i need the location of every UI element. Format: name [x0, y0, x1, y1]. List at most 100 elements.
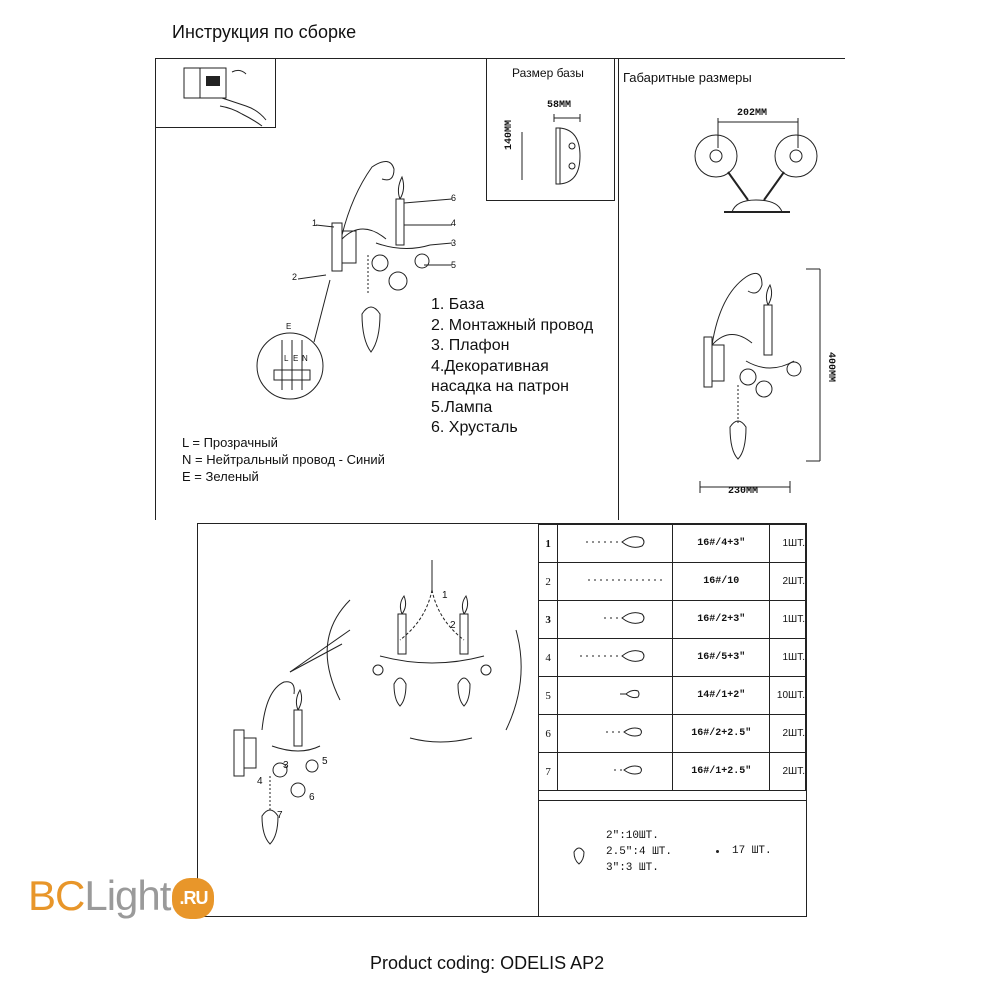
divider-top	[155, 58, 845, 59]
bead-icon	[716, 850, 719, 853]
bottom-frame-left	[197, 523, 198, 917]
logo-ru: .RU	[172, 878, 215, 920]
crystal-strand-icon	[557, 524, 674, 563]
logo-light: Light	[84, 872, 171, 919]
crystal-qty: 2ШТ.	[769, 562, 806, 601]
row-number: 5	[537, 676, 559, 715]
crystal-qty: 10ШТ.	[769, 676, 806, 715]
crystal-strand-icon	[557, 714, 674, 753]
wire-legend-item: L = Прозрачный	[182, 435, 278, 450]
crystal-code: 16#/2+2.5"	[672, 714, 771, 753]
base-size-heading: Размер базы	[512, 66, 584, 80]
crystal-callout-2: 2	[450, 620, 456, 631]
crystal-callout-7: 7	[277, 810, 283, 821]
crystal-qty: 1ШТ.	[769, 638, 806, 677]
overall-top-width: 202MM	[737, 108, 768, 119]
pendant-crystal-icon	[573, 847, 585, 865]
crystal-callout-1: 1	[442, 590, 448, 601]
crystal-zoom-drawing	[233, 560, 522, 845]
crystal-callout-3: 3	[283, 760, 289, 771]
row-number: 4	[537, 638, 559, 677]
base-width-label: 58MM	[547, 100, 572, 111]
product-coding: Product coding: ODELIS AP2	[370, 953, 605, 973]
summary-pendant-line: 2":10ШТ.	[606, 830, 659, 842]
logo-bc: BC	[28, 872, 85, 919]
legend-item: 2. Монтажный провод	[431, 316, 594, 334]
table-row: 7 16#/1+2.5" 2ШТ.	[537, 752, 806, 791]
crystal-strand-icon	[557, 562, 674, 601]
divider-hand-box-right	[275, 58, 276, 128]
callout-4: 4	[451, 218, 457, 228]
crystal-qty: 2ШТ.	[769, 752, 806, 791]
crystal-strand-icon	[557, 676, 674, 715]
base-size-box	[486, 58, 615, 201]
legend-item: 4.Декоративная	[431, 357, 549, 375]
summary-pendant-line: 3":3 ШТ.	[606, 862, 659, 874]
legend-item: насадка на патрон	[431, 378, 570, 395]
callout-2: 2	[292, 272, 298, 282]
table-row: 5 14#/1+2" 10ШТ.	[537, 676, 806, 715]
crystal-qty: 1ШТ.	[769, 600, 806, 639]
crystal-strand-icon	[557, 752, 674, 791]
row-number: 2	[537, 562, 559, 601]
callout-3: 3	[451, 238, 457, 248]
overall-size-heading: Габаритные размеры	[623, 70, 752, 85]
crystal-callout-4: 4	[257, 776, 263, 787]
overall-height-label: 400MM	[825, 352, 836, 383]
bottom-frame-top	[197, 523, 807, 524]
crystal-qty: 2ШТ.	[769, 714, 806, 753]
divider-left	[155, 58, 156, 520]
overall-width-label: 230MM	[728, 486, 759, 497]
callout-5: 6	[451, 193, 457, 203]
bottom-frame-right	[806, 523, 807, 917]
base-height-label: 140MM	[504, 119, 515, 150]
table-row: 3 16#/2+3" 1ШТ.	[537, 600, 806, 639]
parts-legend: 1. База 2. Монтажный провод 3. Плафон 4.…	[431, 295, 593, 439]
overall-top-drawing	[694, 118, 818, 213]
legend-item: 6. Хрусталь	[431, 419, 518, 436]
table-row: 4 16#/5+3" 1ШТ.	[537, 638, 806, 677]
bottom-frame-bottom	[197, 916, 807, 917]
crystal-callout-6: 6	[309, 792, 315, 803]
divider-hand-box-bottom	[155, 127, 276, 128]
wiring-label-n: N	[302, 354, 308, 363]
row-number: 3	[537, 600, 559, 639]
wiring-label-l: L	[284, 354, 289, 363]
crystal-parts-table: 1 16#/4+3" 1ШТ. 2 16#/10 2ШТ. 3 16#/2+3"…	[537, 524, 806, 791]
wire-legend: L = Прозрачный N = Нейтральный провод - …	[182, 434, 385, 485]
crystal-code: 16#/2+3"	[672, 600, 771, 639]
legend-item: 3. Плафон	[431, 337, 510, 354]
callout-1: 1	[312, 218, 318, 228]
crystal-callout-5: 5	[322, 756, 328, 767]
table-row: 6 16#/2+2.5" 2ШТ.	[537, 714, 806, 753]
crystal-code: 16#/5+3"	[672, 638, 771, 677]
row-number: 7	[537, 752, 559, 791]
crystal-qty: 1ШТ.	[769, 524, 806, 563]
wire-legend-item: E = Зеленый	[182, 469, 259, 484]
crystal-code: 16#/4+3"	[672, 524, 771, 563]
crystal-strand-icon	[557, 638, 674, 677]
wiring-label-e-top: E	[286, 322, 292, 331]
table-row: 2 16#/10 2ШТ.	[537, 562, 806, 601]
crystal-code: 14#/1+2"	[672, 676, 771, 715]
summary-pendant-line: 2.5":4 ШТ.	[606, 846, 673, 858]
wire-legend-item: N = Нейтральный провод - Синий	[182, 452, 385, 467]
row-number: 1	[537, 524, 559, 563]
crystal-code: 16#/1+2.5"	[672, 752, 771, 791]
summary-divider	[538, 800, 806, 801]
overall-side-drawing	[699, 268, 821, 493]
page-title: Инструкция по сборке	[172, 22, 357, 42]
divider-right-section	[618, 58, 619, 520]
table-row: 1 16#/4+3" 1ШТ.	[537, 524, 806, 563]
wiring-label-e-mid: E	[293, 354, 299, 363]
base-drawing	[521, 114, 581, 185]
sconce-drawing	[297, 161, 453, 295]
pendant-crystal	[361, 306, 381, 353]
row-number: 6	[537, 714, 559, 753]
crystal-code: 16#/10	[672, 562, 771, 601]
bclight-logo: BCLight.RU	[28, 872, 215, 920]
callout-6: 5	[451, 260, 457, 270]
summary-pendants: 2":10ШТ. 2.5":4 ШТ. 3":3 ШТ.	[606, 828, 672, 876]
legend-item: 5.Лампа	[431, 398, 493, 416]
wiring-diagram	[256, 279, 331, 400]
